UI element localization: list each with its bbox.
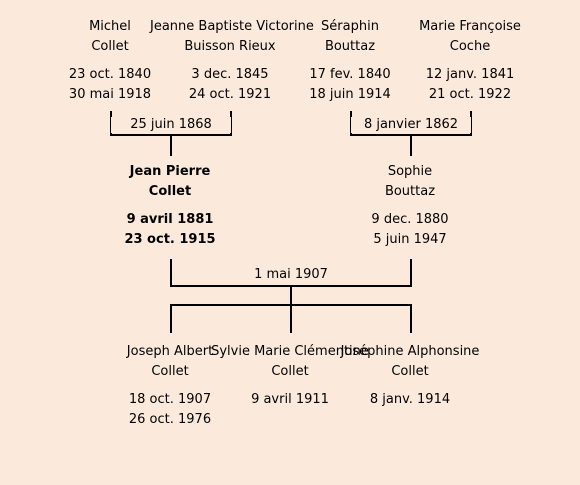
person-surname: Coche bbox=[449, 39, 491, 54]
person-surname: Collet bbox=[391, 364, 429, 379]
marriage-date-paternal: 25 juin 1868 bbox=[111, 117, 231, 133]
person-death-date: 24 oct. 1921 bbox=[188, 87, 272, 102]
person-given-name: Séraphin bbox=[321, 19, 379, 34]
person-surname: Buisson Rieux bbox=[184, 39, 276, 54]
person-birth-date: 9 avril 1881 bbox=[126, 212, 214, 227]
person-mother[interactable]: Sophie Bouttaz 9 dec. 1880 5 juin 1947 bbox=[330, 162, 490, 250]
person-paternal-grandmother[interactable]: Jeanne Baptiste Victorine Buisson Rieux … bbox=[150, 17, 314, 105]
connector-line bbox=[410, 259, 412, 287]
person-paternal-grandfather[interactable]: Michel Collet 23 oct. 1840 30 mai 1918 bbox=[30, 17, 190, 105]
person-death-date: 23 oct. 1915 bbox=[124, 232, 216, 247]
person-surname: Collet bbox=[148, 184, 192, 199]
connector-line bbox=[410, 304, 412, 333]
connector-line bbox=[290, 304, 292, 333]
person-surname: Collet bbox=[151, 364, 189, 379]
person-surname: Collet bbox=[91, 39, 129, 54]
person-given-name: Michel bbox=[89, 19, 131, 34]
person-given-name: Joséphine Alphonsine bbox=[340, 344, 480, 359]
person-given-name: Jeanne Baptiste Victorine bbox=[150, 19, 314, 34]
person-birth-date: 12 janv. 1841 bbox=[425, 67, 515, 82]
connector-line bbox=[170, 134, 172, 156]
connector-line bbox=[230, 111, 232, 136]
person-maternal-grandfather[interactable]: Séraphin Bouttaz 17 fev. 1840 18 juin 19… bbox=[270, 17, 430, 105]
person-given-name: Sophie bbox=[387, 164, 433, 179]
person-death-date: 5 juin 1947 bbox=[373, 232, 447, 247]
person-maternal-grandmother[interactable]: Marie Françoise Coche 12 janv. 1841 21 o… bbox=[390, 17, 550, 105]
connector-line bbox=[470, 111, 472, 136]
person-birth-date: 8 janv. 1914 bbox=[369, 392, 451, 407]
person-birth-date: 9 dec. 1880 bbox=[371, 212, 449, 227]
person-surname: Bouttaz bbox=[384, 184, 436, 199]
person-birth-date: 3 dec. 1845 bbox=[191, 67, 269, 82]
person-death-date: 21 oct. 1922 bbox=[428, 87, 512, 102]
person-death-date: 18 juin 1914 bbox=[309, 87, 391, 102]
person-birth-date: 17 fev. 1840 bbox=[309, 67, 391, 82]
person-father[interactable]: Jean Pierre Collet 9 avril 1881 23 oct. … bbox=[90, 162, 250, 250]
connector-line bbox=[170, 304, 172, 333]
connector-line bbox=[410, 134, 412, 156]
person-death-date: 26 oct. 1976 bbox=[128, 412, 212, 427]
person-birth-date: 23 oct. 1840 bbox=[68, 67, 152, 82]
person-death-date: 30 mai 1918 bbox=[68, 87, 152, 102]
connector-line bbox=[290, 285, 292, 305]
person-surname: Collet bbox=[271, 364, 309, 379]
person-surname: Bouttaz bbox=[324, 39, 376, 54]
connector-line bbox=[170, 259, 172, 287]
person-given-name: Jean Pierre bbox=[129, 164, 211, 179]
person-birth-date: 9 avril 1911 bbox=[251, 392, 329, 407]
person-child-3[interactable]: Joséphine Alphonsine Collet 8 janv. 1914 bbox=[330, 342, 490, 410]
person-given-name: Joseph Albert bbox=[126, 344, 214, 359]
person-child-1[interactable]: Joseph Albert Collet 18 oct. 1907 26 oct… bbox=[90, 342, 250, 430]
marriage-date-parents: 1 mai 1907 bbox=[231, 267, 351, 283]
person-birth-date: 18 oct. 1907 bbox=[128, 392, 212, 407]
person-child-2[interactable]: Sylvie Marie Clémentine Collet 9 avril 1… bbox=[210, 342, 370, 410]
marriage-date-maternal: 8 janvier 1862 bbox=[351, 117, 471, 133]
person-given-name: Marie Françoise bbox=[419, 19, 521, 34]
person-given-name: Sylvie Marie Clémentine bbox=[211, 344, 369, 359]
